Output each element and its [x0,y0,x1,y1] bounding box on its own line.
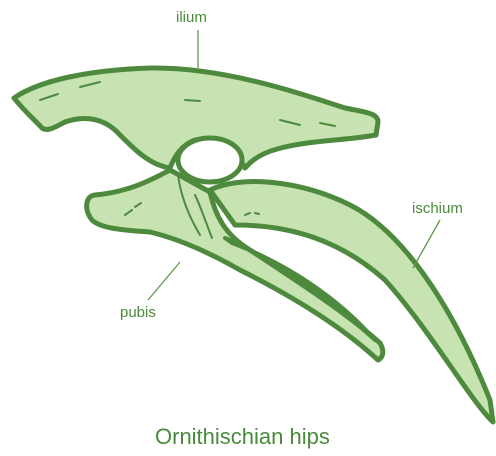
pubis-label: pubis [120,304,156,321]
ischium-bone [210,182,493,422]
ischium-label: ischium [412,200,463,217]
pubis-leader-line [148,262,180,300]
ilium-label: ilium [176,9,207,26]
diagram-caption: Ornithischian hips [155,424,330,450]
acetabulum-hole [178,138,242,182]
ischium-leader-line [413,220,440,268]
